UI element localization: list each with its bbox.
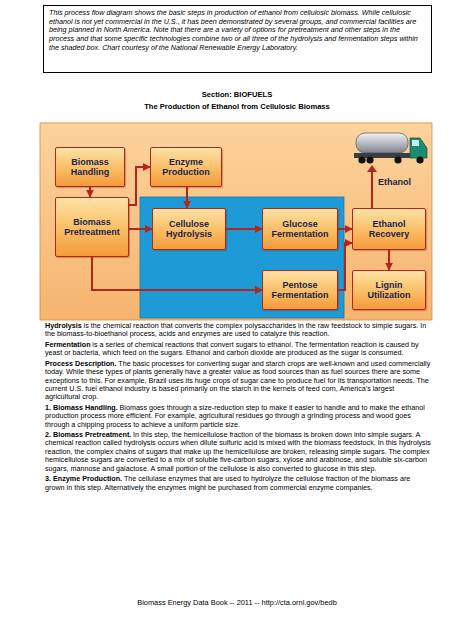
truck-wheel bbox=[366, 156, 373, 163]
title: The Production of Ethanol from Cellulosi… bbox=[0, 102, 474, 111]
flow-arrow bbox=[89, 187, 91, 197]
section-heading: Section: BIOFUELS bbox=[0, 90, 474, 99]
node-text: Cellulose Hydrolysis bbox=[153, 219, 225, 239]
truck-wheel bbox=[416, 156, 423, 163]
truck-wheel bbox=[394, 156, 401, 163]
diagram-panel bbox=[40, 123, 432, 320]
truck-cab bbox=[410, 138, 427, 158]
intro-box: This process flow diagram shows the basi… bbox=[43, 5, 432, 73]
paragraph: 2. Biomass Pretreatment.In this step, th… bbox=[45, 431, 431, 473]
product-arrow bbox=[371, 170, 373, 208]
paragraph: 3. Enzyme Production.The cellulase enzym… bbox=[45, 475, 431, 492]
paragraph-text: is the chemical reaction that converts t… bbox=[45, 321, 426, 338]
process-box: Glucose Fermentation bbox=[262, 208, 338, 250]
tanker-truck bbox=[354, 133, 427, 164]
paragraph: 1. Biomass Handling.Biomass goes through… bbox=[45, 404, 431, 429]
node-text: Lignin Utilization bbox=[353, 280, 425, 300]
node-text: Pentose Fermentation bbox=[263, 280, 337, 300]
process-box: Cellulose Hydrolysis bbox=[152, 208, 226, 250]
flow-arrow bbox=[129, 228, 152, 230]
paragraph: Fermentationis a series of chemical reac… bbox=[45, 341, 431, 358]
flow-arrow bbox=[186, 187, 188, 208]
truck-tank bbox=[356, 133, 408, 153]
node-text: Ethanol Recovery bbox=[353, 219, 425, 239]
flow-arrow bbox=[338, 228, 352, 230]
paragraph: Process Description.The basic processes … bbox=[45, 360, 431, 402]
paragraph-lead: Fermentation bbox=[45, 340, 91, 349]
truck-window bbox=[412, 140, 419, 146]
shaded-box bbox=[140, 197, 344, 318]
node-text: Glucose Fermentation bbox=[263, 219, 337, 239]
paragraph-lead: Process Description. bbox=[45, 359, 117, 368]
process-box: Ethanol Recovery bbox=[352, 208, 426, 250]
arrow-head bbox=[367, 165, 377, 172]
product-label: Ethanol bbox=[378, 177, 411, 187]
process-box: Biomass Pretreatment bbox=[55, 197, 129, 257]
node-text: Enzyme Production bbox=[151, 157, 221, 177]
paragraph-lead: 1. Biomass Handling. bbox=[45, 403, 118, 412]
process-box: Lignin Utilization bbox=[352, 270, 426, 310]
footer: Biomass Energy Data Book -- 2011 -- http… bbox=[0, 598, 474, 607]
process-box: Enzyme Production bbox=[150, 147, 222, 187]
flow-arrow bbox=[92, 257, 262, 290]
flow-arrow bbox=[129, 167, 150, 205]
paragraph-lead: 2. Biomass Pretreatment. bbox=[45, 430, 131, 439]
flow-arrow bbox=[226, 228, 262, 230]
flow-arrow bbox=[338, 243, 352, 290]
truck-wheel bbox=[358, 156, 365, 163]
paragraph: Hydrolysisis the chemical reaction that … bbox=[45, 322, 431, 339]
node-text: Biomass Handling bbox=[56, 157, 124, 177]
process-box: Pentose Fermentation bbox=[262, 270, 338, 310]
body-text: Hydrolysisis the chemical reaction that … bbox=[45, 322, 431, 494]
paragraph-lead: Hydrolysis bbox=[45, 321, 82, 330]
process-box: Biomass Handling bbox=[55, 147, 125, 187]
paragraph-lead: 3. Enzyme Production. bbox=[45, 474, 122, 483]
node-text: Biomass Pretreatment bbox=[56, 217, 128, 237]
flow-arrow bbox=[388, 250, 390, 270]
node-text: This process flow diagram shows the basi… bbox=[49, 9, 426, 52]
paragraph-text: is a series of chemical reactions that c… bbox=[45, 340, 419, 357]
